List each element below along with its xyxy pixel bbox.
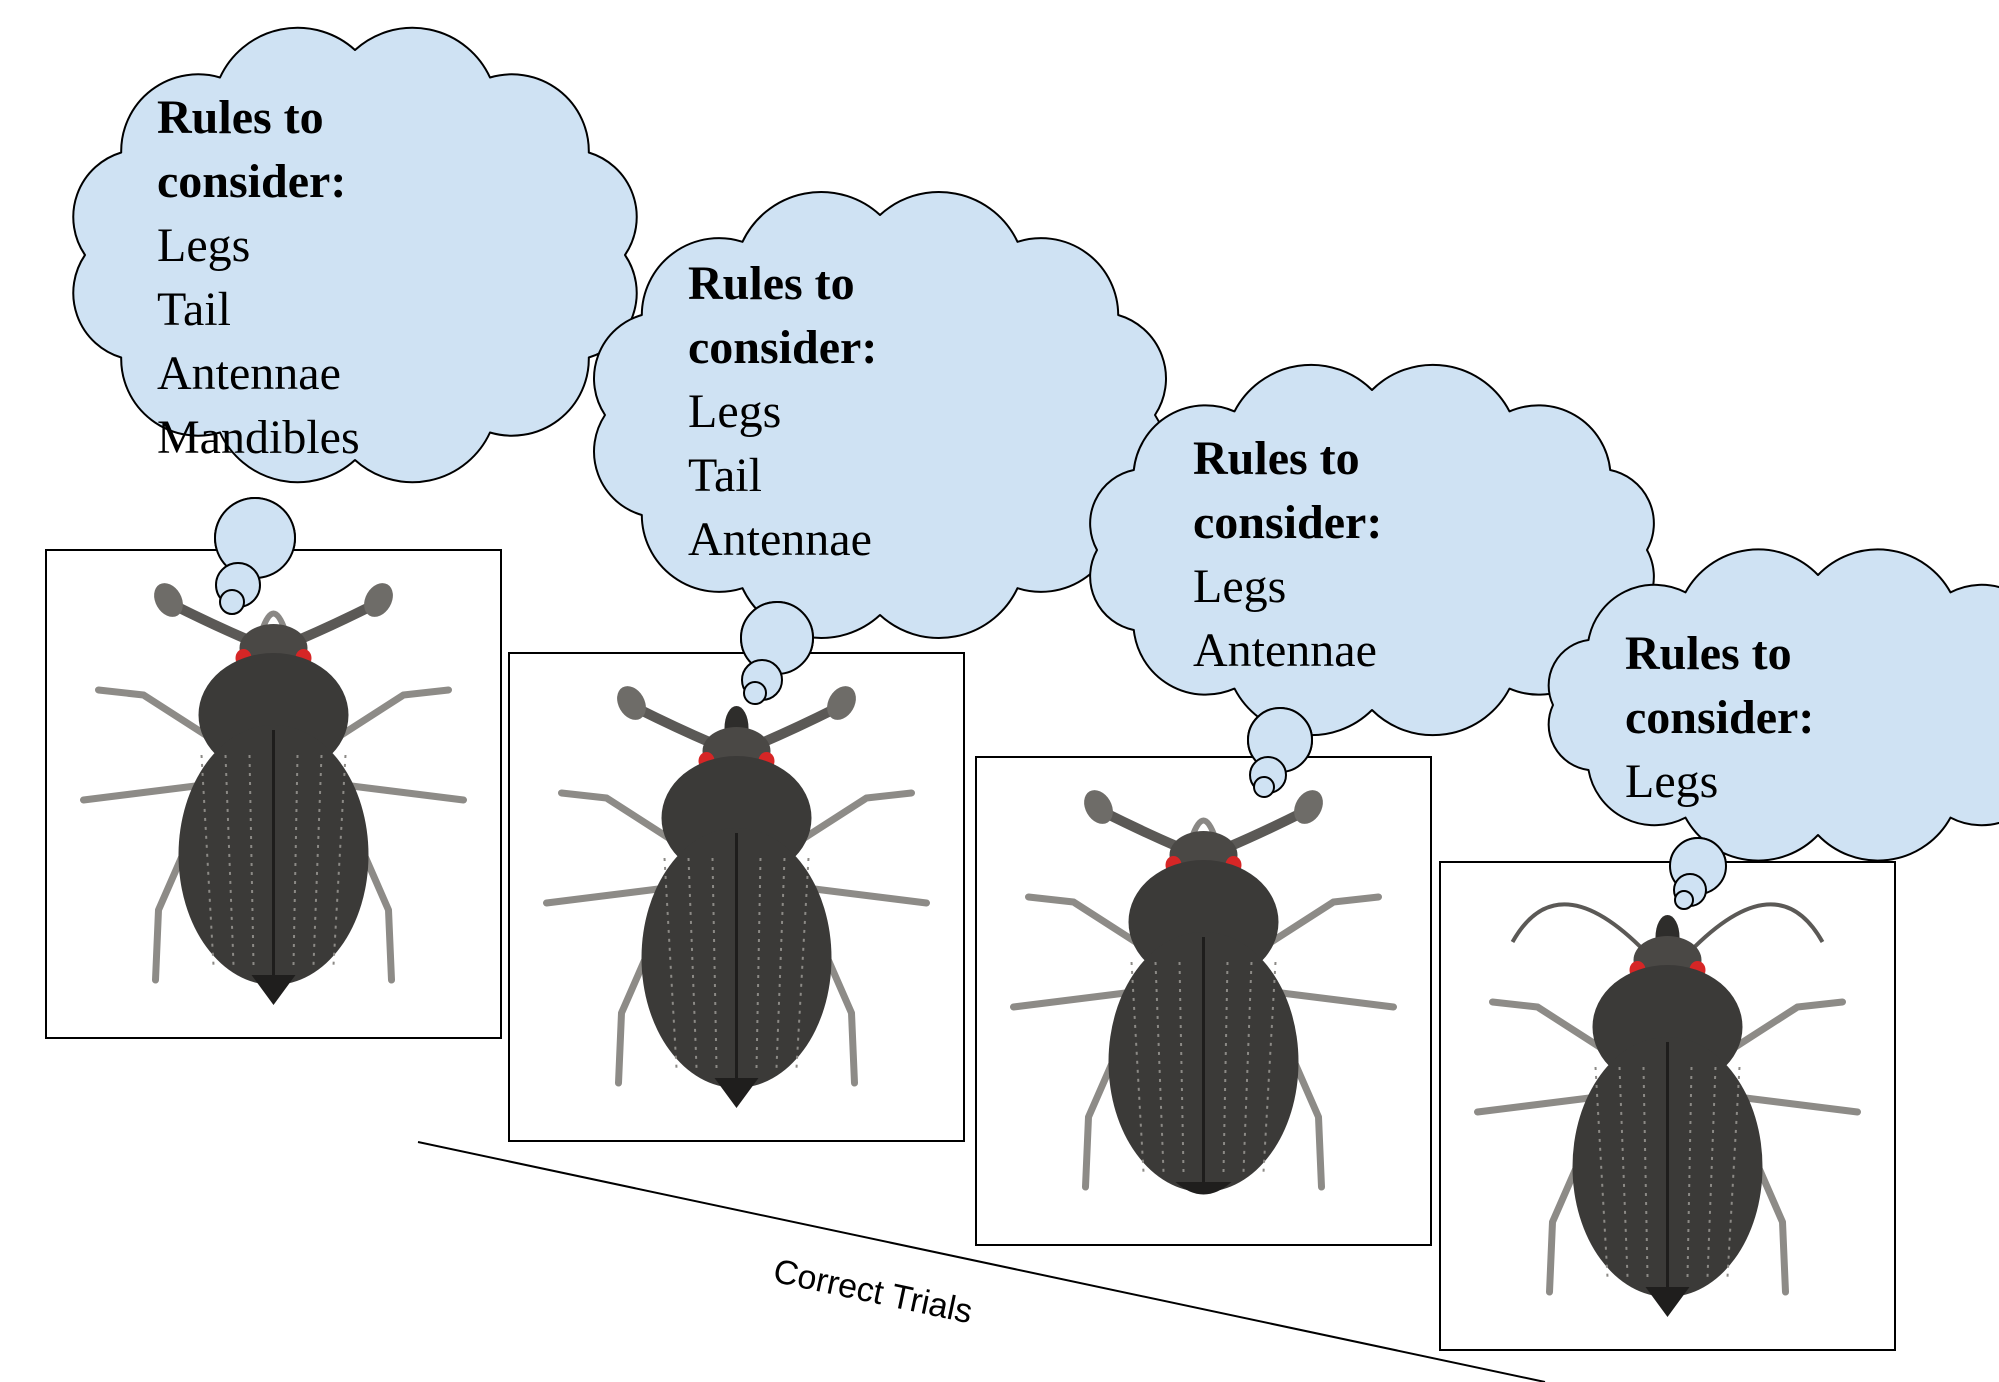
thought-cloud-2-text: Rules to consider: Legs Tail Antennae — [688, 252, 877, 572]
thought-cloud-1-text: Rules to consider: Legs Tail Antennae Ma… — [157, 86, 360, 470]
thought-bubble-top-1-3 — [220, 590, 244, 614]
cloud-3-heading-line-2: consider: — [1193, 491, 1382, 555]
cloud-2-heading-line-1: Rules to — [688, 252, 877, 316]
cloud-2-rule-tail: Tail — [688, 444, 877, 508]
thought-cloud-3-text: Rules to consider: Legs Antennae — [1193, 427, 1382, 683]
cloud-1-heading-line-2: consider: — [157, 150, 360, 214]
cloud-1-rule-tail: Tail — [157, 278, 360, 342]
cloud-1-rule-antennae: Antennae — [157, 342, 360, 406]
cloud-3-rule-legs: Legs — [1193, 555, 1382, 619]
cloud-1-rule-mandibles: Mandibles — [157, 406, 360, 470]
cloud-3-rule-antennae: Antennae — [1193, 619, 1382, 683]
thought-cloud-2 — [594, 192, 1166, 638]
cloud-4-heading-line-2: consider: — [1625, 686, 1814, 750]
cloud-2-rule-antennae: Antennae — [688, 508, 877, 572]
cloud-1-rule-legs: Legs — [157, 214, 360, 278]
cloud-2-heading-line-2: consider: — [688, 316, 877, 380]
thought-bubble-top-2-3 — [744, 682, 766, 704]
cloud-1-heading-line-1: Rules to — [157, 86, 360, 150]
thought-cloud-4-text: Rules to consider: Legs — [1625, 622, 1814, 814]
cloud-4-heading-line-1: Rules to — [1625, 622, 1814, 686]
thought-bubble-top-4-3 — [1675, 891, 1693, 909]
cloud-2-rule-legs: Legs — [688, 380, 877, 444]
thought-bubble-top-3-3 — [1254, 777, 1274, 797]
cloud-4-rule-legs: Legs — [1625, 750, 1814, 814]
cloud-3-heading-line-1: Rules to — [1193, 427, 1382, 491]
